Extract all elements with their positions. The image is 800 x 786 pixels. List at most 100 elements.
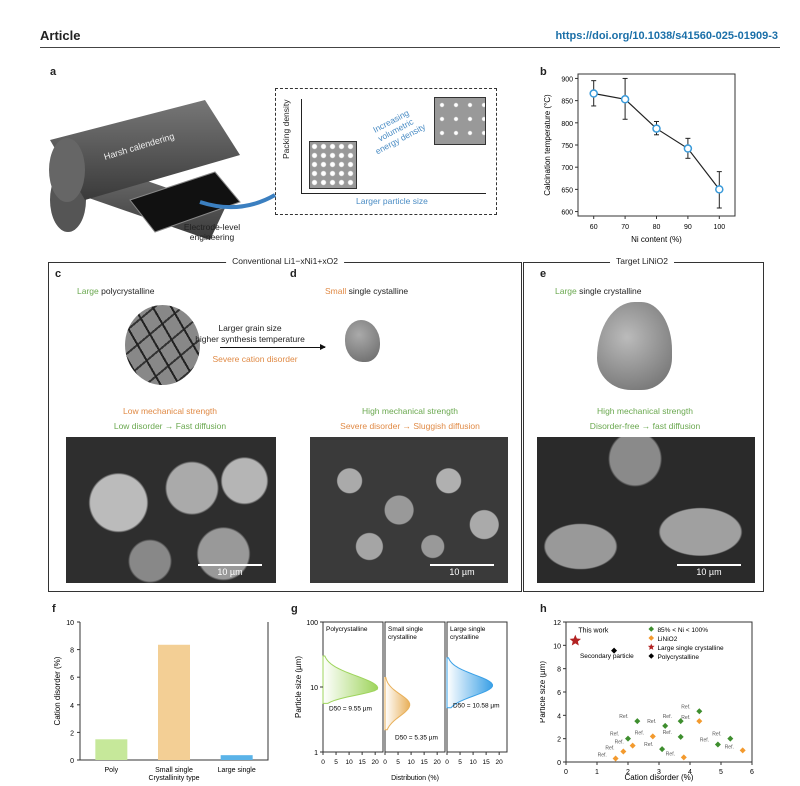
data-point (680, 754, 687, 761)
panel-label-e: e (540, 268, 547, 280)
x-tick-label: 5 (334, 759, 338, 766)
y-tick-label: 10 (66, 620, 74, 627)
data-point (683, 144, 693, 153)
panel-c-diffusion: Low disorder → Fast diffusion (113, 421, 227, 431)
subplot-frame (384, 621, 446, 753)
legend-marker (647, 643, 655, 650)
y-tick-label: 4 (557, 713, 561, 720)
ref-label: Ref. (644, 742, 653, 748)
legend-entry: 85% < Ni < 100% (657, 627, 708, 634)
panel-label-c: c (55, 268, 62, 280)
y-axis-label: Particle size (µm) (294, 656, 303, 718)
panel-d-diffusion: Severe disorder → Sluggish diffusion (340, 421, 480, 431)
x-axis-label: Ni content (%) (631, 235, 682, 244)
y-tick-label: 650 (561, 187, 573, 194)
small-single-particle-render (345, 320, 380, 362)
data-point-star (569, 634, 582, 646)
scale-bar: 10 µm (430, 564, 494, 577)
bar-poly (95, 739, 128, 760)
data-point (625, 735, 631, 742)
x-tick-label: 3 (657, 769, 661, 776)
ref-label: Ref. (681, 715, 690, 721)
doi-link[interactable]: https://doi.org/10.1038/s41560-025-01909… (555, 30, 778, 42)
x-tick-label: 6 (750, 769, 754, 776)
y-axis-label: Calcination temperature (°C) (543, 94, 552, 196)
x-tick-label: 15 (421, 759, 429, 766)
data-point (634, 718, 641, 725)
annotation-secondary: Secondary particle (580, 653, 634, 660)
calendering-rollers-illustration: Harsh calendering (49, 100, 276, 240)
ref-label: Ref. (712, 732, 721, 738)
arrow-head-icon (320, 344, 326, 350)
d50-label: D50 = 9.55 µm (329, 705, 372, 712)
arrow-bottom-text: Severe cation disorder (212, 354, 298, 364)
legend-marker (648, 626, 655, 632)
panel-d-title: Small single cystalline (325, 286, 409, 296)
panel-label-f: f (52, 603, 56, 615)
x-tick-label: 0 (383, 759, 387, 766)
data-point (649, 733, 656, 740)
legend-marker (648, 653, 655, 659)
data-point (611, 647, 618, 654)
series-label: crystalline (450, 634, 479, 641)
x-tick-label: 2 (626, 769, 630, 776)
panel-label-d: d (290, 268, 297, 280)
ref-label: Ref. (605, 746, 614, 752)
y-tick-label: 850 (561, 99, 573, 106)
y-tick-label: 0 (70, 758, 74, 765)
data-point (696, 718, 703, 725)
panel-label-g: g (291, 603, 298, 615)
header-rule (40, 47, 780, 48)
panel-e-strength: High mechanical strength (597, 406, 693, 416)
y-tick-label: 800 (561, 121, 573, 128)
ref-label: Ref. (610, 732, 619, 738)
x-axis-label: Larger particle size (356, 196, 428, 206)
y-tick-label: 4 (70, 703, 74, 710)
data-point (727, 735, 734, 742)
ref-label: Ref. (598, 753, 607, 759)
series-label: Large single (450, 626, 486, 633)
x-tick-label: Large single (218, 767, 256, 774)
ref-label: Ref. (681, 704, 690, 710)
legend-entry: Large single crystalline (657, 645, 724, 652)
panel-label-h: h (540, 603, 547, 615)
panel-e-title: Large single crystalline (555, 286, 642, 296)
panel-d-strength: High mechanical strength (362, 406, 458, 416)
data-point (612, 755, 619, 762)
data-point (629, 742, 636, 749)
ref-label: Ref. (666, 751, 675, 757)
x-tick-label: 5 (719, 769, 723, 776)
x-axis-label: Distribution (%) (391, 775, 439, 782)
y-tick-label: 700 (561, 165, 573, 172)
x-tick-label: 1 (595, 769, 599, 776)
x-tick-label: 20 (372, 759, 380, 766)
data-point (714, 741, 721, 748)
y-tick-label: 1 (314, 750, 318, 757)
sem-image-large-single: 10 µm (537, 437, 755, 583)
ref-label: Ref. (725, 744, 734, 750)
data-point (715, 185, 724, 194)
x-tick-label: 10 (469, 759, 477, 766)
x-tick-label: 70 (621, 224, 629, 231)
x-tick-label: 10 (345, 759, 353, 766)
x-tick-label: 15 (359, 759, 367, 766)
y-tick-label: 600 (561, 210, 573, 217)
scale-bar: 10 µm (677, 564, 741, 577)
data-point (677, 733, 684, 740)
section-label: Article (40, 28, 81, 43)
packing-density-box: Packing density Larger particle size Inc… (275, 88, 497, 215)
series-label: Polycrystalline (326, 626, 368, 633)
conventional-group-title: Conventional Li1−xNi1+xO2 (226, 256, 344, 266)
panel-c-strength: Low mechanical strength (122, 406, 218, 416)
ref-label: Ref. (619, 714, 628, 720)
scale-bar: 10 µm (198, 564, 262, 577)
y-tick-label: 750 (561, 143, 573, 150)
x-tick-label: 5 (458, 759, 462, 766)
x-tick-label: 0 (564, 769, 568, 776)
panel-c-title: Large polycrystalline (77, 286, 155, 296)
ref-label: Ref. (663, 730, 672, 736)
